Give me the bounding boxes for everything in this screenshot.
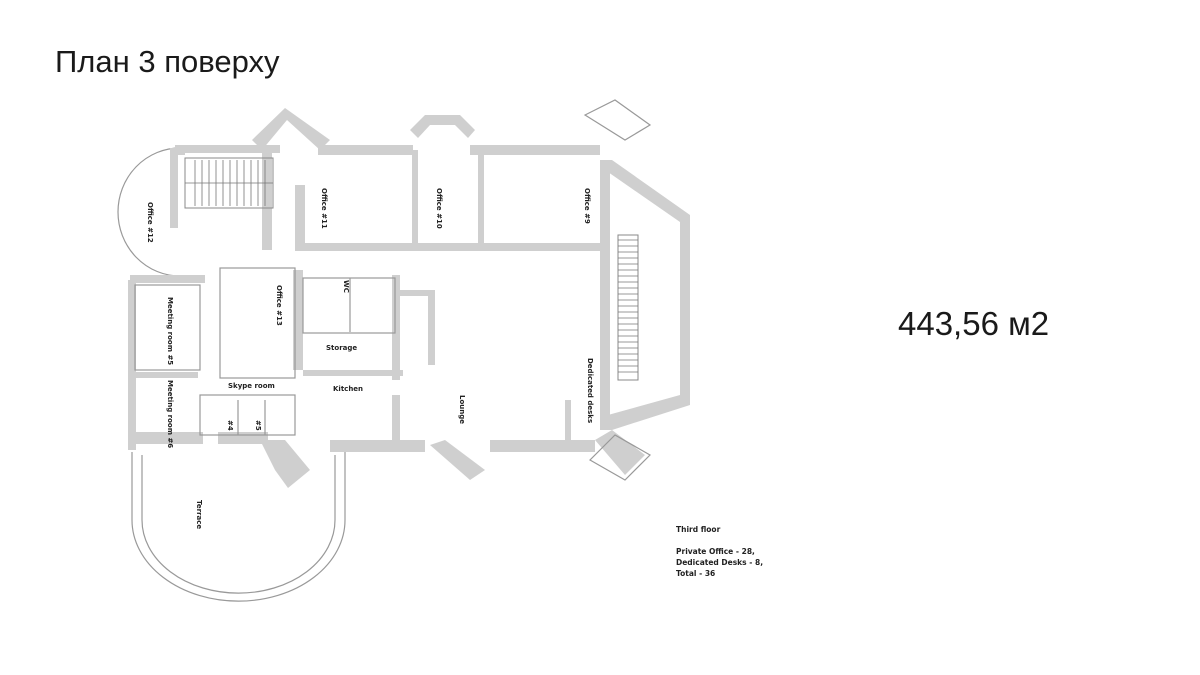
page-title: План 3 поверху (55, 44, 280, 79)
summary-heading: Third floor (676, 525, 721, 534)
room-label-lounge: Lounge (458, 395, 466, 424)
seating-summary: Third floor Private Office - 28, Dedicat… (676, 524, 763, 579)
room-label-kitchen: Kitchen (333, 385, 363, 393)
walls (128, 108, 690, 488)
summary-private-offices: Private Office - 28, (676, 547, 755, 556)
terrace-outline (131, 452, 346, 602)
room-label-storage: Storage (326, 344, 357, 352)
room-label-office-10: Office #10 (435, 188, 443, 229)
room-label-office-12: Office #12 (146, 202, 154, 243)
summary-dedicated-desks: Dedicated Desks - 8, (676, 558, 764, 567)
room-label-skype-room: Skype room (228, 382, 275, 390)
room-label-meeting-5: Meeting room #5 (166, 297, 174, 365)
room-label-office-13: Office #13 (275, 285, 283, 326)
office-12-outline (117, 147, 181, 277)
room-label-booth-5: #5 (254, 420, 262, 431)
floor-area: 443,56 м2 (898, 305, 1050, 342)
room-label-booth-4: #4 (226, 420, 234, 431)
room-label-office-9: Office #9 (583, 188, 591, 224)
room-label-terrace: Terrace (195, 500, 203, 529)
partitions (134, 99, 652, 481)
staircase (184, 157, 639, 381)
room-label-office-11: Office #11 (320, 188, 328, 229)
room-label-meeting-6: Meeting room #6 (166, 380, 174, 448)
terrace-inner (141, 455, 336, 594)
room-label-dedicated-desks: Dedicated desks (586, 358, 594, 423)
room-label-wc: WC (342, 280, 350, 293)
summary-total: Total - 36 (676, 569, 716, 578)
